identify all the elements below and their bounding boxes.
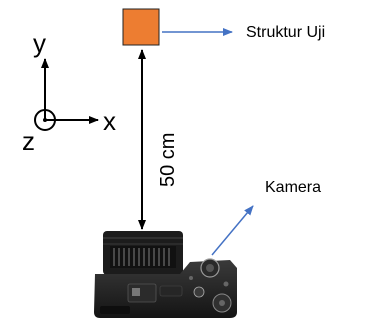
z-axis-circle [34, 109, 56, 131]
camera-label: Kamera [265, 179, 321, 196]
camera-shutter-button [193, 286, 205, 298]
y-axis-label: y [33, 28, 46, 58]
coordinate-axes: y x z [22, 28, 116, 156]
test-structure-label: Struktur Uji [246, 24, 325, 41]
distance-label: 50 cm [157, 133, 179, 187]
z-axis-label: z [22, 126, 35, 156]
x-axis-label: x [103, 106, 116, 136]
test-structure-block [122, 8, 160, 46]
camera-pointer-arrow [211, 205, 254, 256]
camera-illustration [94, 231, 237, 318]
z-axis-dot [43, 118, 47, 122]
